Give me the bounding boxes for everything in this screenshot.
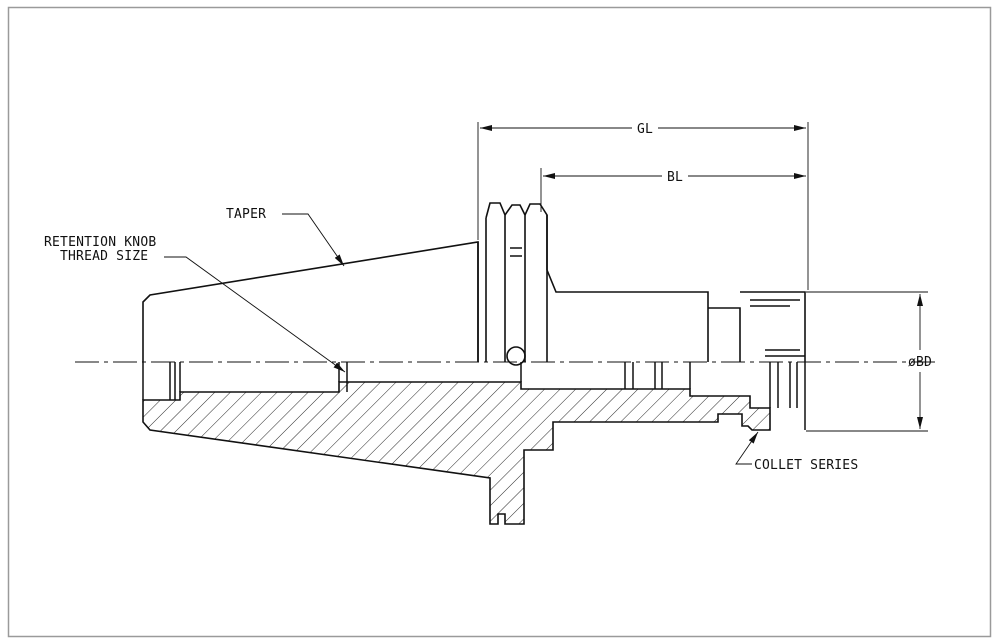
- dimension-bl: BL: [540, 168, 806, 212]
- gl-label: GL: [637, 122, 653, 137]
- taper-label: TAPER: [226, 207, 266, 222]
- bd-label: øBD: [908, 355, 932, 370]
- retention-label-line2: THREAD SIZE: [60, 249, 148, 264]
- leader-taper: TAPER: [226, 207, 345, 267]
- drawing-frame: [7, 6, 992, 638]
- section-hatched-half: [142, 381, 771, 525]
- upper-outline: [142, 202, 806, 366]
- collet-series-label: COLLET SERIES: [754, 458, 858, 473]
- bl-label: BL: [667, 170, 683, 185]
- retention-label-line1: RETENTION KNOB: [44, 235, 156, 250]
- dimension-bd: øBD: [806, 291, 932, 432]
- bore-details: [142, 362, 806, 430]
- leader-retention-knob: RETENTION KNOB THREAD SIZE: [44, 235, 346, 373]
- leader-collet-series: COLLET SERIES: [735, 431, 858, 473]
- dimension-gl: GL: [477, 122, 809, 290]
